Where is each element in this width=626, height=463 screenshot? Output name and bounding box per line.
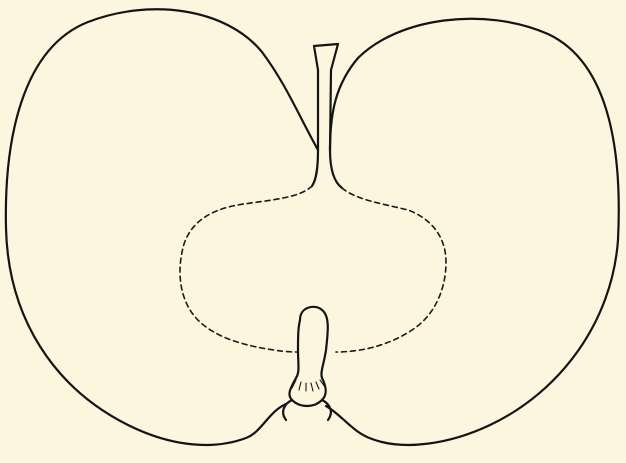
apple-right-outline [326,19,619,445]
stalk-cavity-right [330,150,342,188]
core-line [180,186,446,352]
apple-left-outline [6,9,318,445]
calyx-tube [289,307,327,406]
calyx-stamens [292,380,325,391]
sepal-left [283,400,292,420]
stalk [314,44,338,150]
stalk-cavity-left [312,150,318,186]
sepal-right [322,400,331,420]
